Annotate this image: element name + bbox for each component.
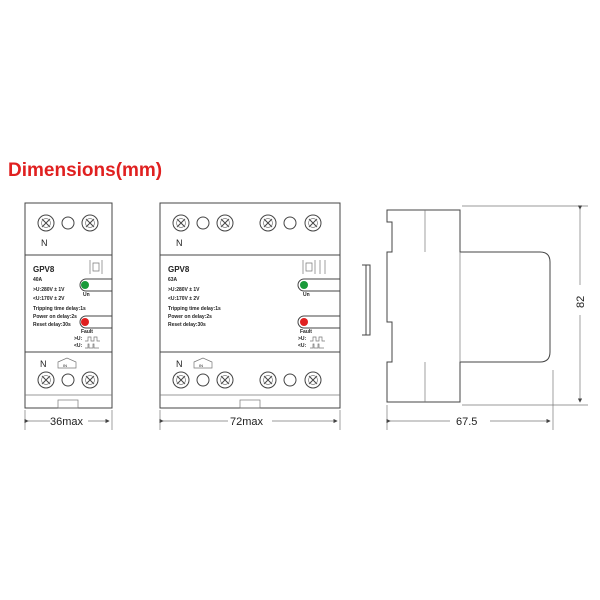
terminal-label: N: [176, 238, 183, 248]
page-title: Dimensions(mm): [8, 160, 163, 181]
model-label: GPV8: [168, 265, 190, 274]
din-rail: [362, 264, 371, 336]
spec-text: <U:170V ± 2V: [168, 296, 200, 302]
fault-label: Fault: [300, 329, 312, 335]
rating-label: 63A: [168, 277, 178, 283]
spec-text: <U:170V ± 2V: [33, 296, 65, 302]
width-dimension: 36max: [50, 416, 84, 428]
in-label: IN: [63, 363, 67, 368]
terminal-label: N: [40, 359, 47, 369]
in-label: IN: [199, 363, 203, 368]
height-dimension: 82: [575, 296, 587, 308]
wave-label: <U:: [74, 343, 83, 349]
wave-label: >U:: [74, 336, 83, 342]
width-dimension: 72max: [230, 416, 264, 428]
spec-text: Reset delay:30s: [33, 322, 71, 328]
un-label: Un: [83, 292, 90, 298]
un-led-icon: [300, 281, 308, 289]
fault-label: Fault: [81, 329, 93, 335]
depth-dimension: 67.5: [456, 416, 477, 428]
wave-label: <U:: [298, 343, 307, 349]
module-1p-front-view: N GPV8 40A >U:280V ± 1V <U:170V ± 2V Tri…: [24, 202, 113, 430]
terminal-label: N: [176, 359, 183, 369]
rating-label: 40A: [33, 277, 43, 283]
spec-text: >U:280V ± 1V: [168, 287, 200, 293]
circuit-symbol-icon: [89, 260, 103, 274]
fault-led-icon: [300, 318, 308, 326]
spec-text: Tripping time delay:1s: [168, 306, 221, 312]
module-3p-front-view: N GPV8 63A >U:280V ± 1V <U:170V ± 2V Tri…: [159, 202, 341, 430]
un-led-icon: [81, 281, 89, 289]
side-view: 67.5 82: [362, 205, 588, 430]
spec-text: Power on delay:2s: [168, 314, 212, 320]
terminal-label: N: [41, 238, 48, 248]
spec-text: Reset delay:30s: [168, 322, 206, 328]
model-label: GPV8: [33, 265, 55, 274]
circuit-symbol-icon: [302, 260, 326, 274]
terminal-icon: [37, 214, 55, 232]
wave-label: >U:: [298, 336, 307, 342]
spec-text: Tripping time delay:1s: [33, 306, 86, 312]
spec-text: Power on delay:2s: [33, 314, 77, 320]
terminal-icon: [81, 214, 99, 232]
spec-text: >U:280V ± 1V: [33, 287, 65, 293]
un-label: Un: [303, 292, 310, 298]
fault-led-icon: [81, 318, 89, 326]
